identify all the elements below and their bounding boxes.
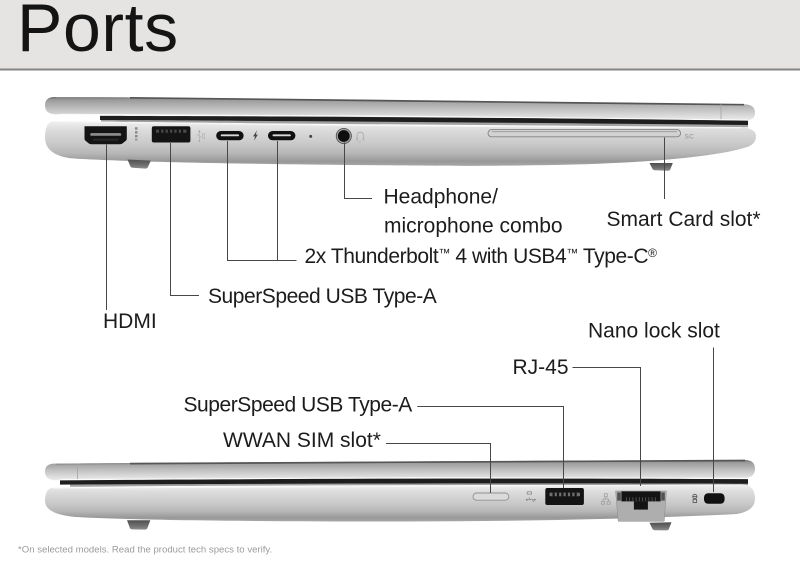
svg-text:WWAN SIM slot*: WWAN SIM slot* [223, 429, 381, 452]
svg-text:Headphone/: Headphone/ [384, 186, 499, 209]
svg-text:Ports: Ports [17, 0, 179, 66]
svg-text:SuperSpeed USB Type-A: SuperSpeed USB Type-A [208, 285, 437, 308]
svg-text:RJ-45: RJ-45 [513, 356, 569, 379]
svg-text:*On selected models. Read the: *On selected models. Read the product te… [18, 545, 272, 556]
svg-text:Smart Card slot*: Smart Card slot* [607, 208, 761, 231]
svg-text:2x Thunderbolt™ 4 with USB4™ T: 2x Thunderbolt™ 4 with USB4™ Type-C® [305, 245, 658, 268]
svg-text:microphone combo: microphone combo [384, 214, 563, 237]
svg-text:HDMI: HDMI [103, 310, 157, 333]
svg-text:Nano lock slot: Nano lock slot [588, 319, 720, 342]
svg-text:SuperSpeed USB Type-A: SuperSpeed USB Type-A [184, 394, 413, 417]
svg-text:SC: SC [685, 133, 695, 140]
